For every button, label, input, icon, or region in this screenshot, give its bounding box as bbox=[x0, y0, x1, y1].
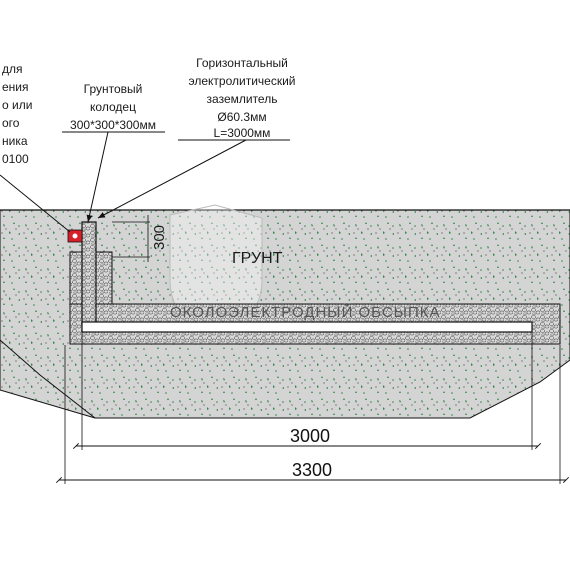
dim-3000-label: 3000 bbox=[290, 426, 330, 446]
electrode-pipe bbox=[81, 321, 533, 333]
svg-text:ения: ения bbox=[2, 80, 29, 94]
backfill-label: ОКОЛОЭЛЕКТРОДНЫЙ ОБСЫПКА bbox=[170, 303, 441, 321]
svg-text:колодец: колодец bbox=[90, 100, 136, 114]
leader-well bbox=[86, 131, 109, 223]
left-partial-callout: для ения о или ого ника 0100 bbox=[2, 62, 32, 166]
svg-text:заземлитель: заземлитель bbox=[207, 92, 278, 106]
svg-text:Ø60.3мм: Ø60.3мм bbox=[217, 110, 266, 124]
svg-text:Грунтовый: Грунтовый bbox=[84, 82, 143, 96]
svg-text:о или: о или bbox=[2, 98, 32, 112]
svg-text:ого: ого bbox=[2, 116, 20, 130]
soil-label: ГРУНТ bbox=[232, 250, 283, 267]
electrode-callout: Горизонтальный электролитический заземли… bbox=[189, 56, 296, 140]
trench-outline bbox=[0, 339, 96, 419]
dim-3300-label: 3300 bbox=[292, 460, 332, 480]
svg-text:ника: ника bbox=[2, 134, 28, 148]
svg-text:электролитический: электролитический bbox=[189, 74, 296, 88]
leader-left bbox=[0, 174, 71, 233]
svg-text:L=3000мм: L=3000мм bbox=[214, 126, 271, 140]
svg-text:для: для bbox=[2, 62, 23, 76]
svg-text:0100: 0100 bbox=[2, 152, 29, 166]
svg-text:300*300*300мм: 300*300*300мм bbox=[70, 118, 156, 132]
depth-dimension: 300 bbox=[151, 225, 168, 250]
well-callout: Грунтовый колодец 300*300*300мм bbox=[70, 82, 156, 132]
electrode-riser bbox=[81, 221, 97, 331]
svg-text:Горизонтальный: Горизонтальный bbox=[196, 56, 288, 70]
leader-electrode bbox=[97, 139, 247, 219]
